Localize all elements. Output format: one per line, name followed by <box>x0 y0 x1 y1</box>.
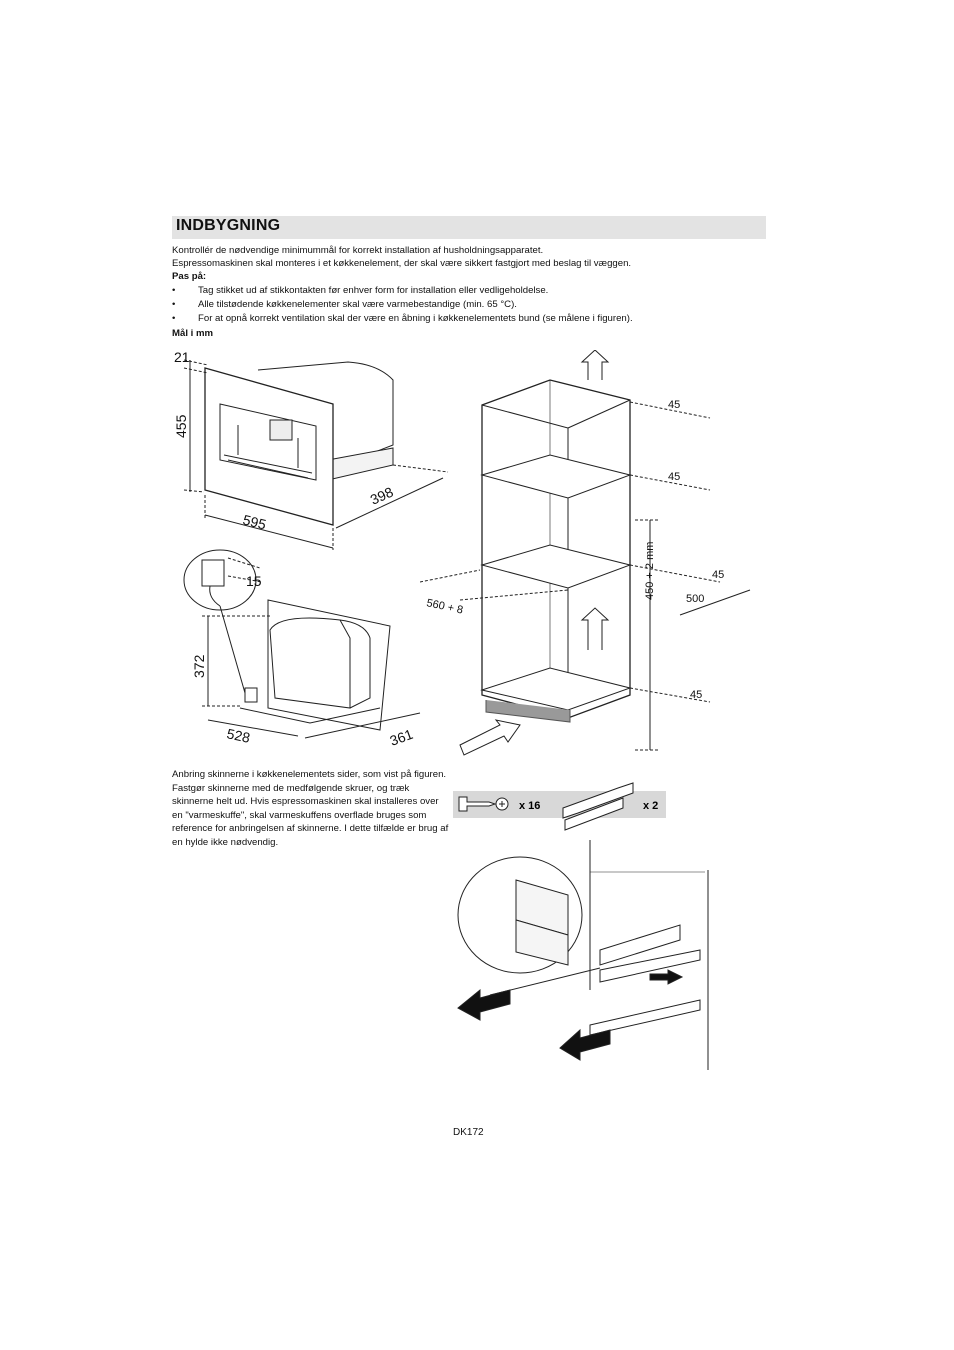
bullet-dot: • <box>172 285 176 296</box>
bullet-text: For at opnå korrekt ventilation skal der… <box>198 313 633 324</box>
intro-line-1: Kontrollér de nødvendige minimummål for … <box>172 245 544 256</box>
dim-21: 21 <box>174 349 190 365</box>
bullet-item: • Tag stikket ud af stikkontakten før en… <box>172 284 772 298</box>
bullet-item: • Alle tilstødende køkkenelementer skal … <box>172 298 772 312</box>
heading-bar <box>172 216 766 239</box>
cabinet-figure: 45 45 45 500 560 + 8 450 + 2 mm 45 <box>420 350 751 756</box>
bullet-text: Tag stikket ud af stikkontakten før enhv… <box>198 285 549 296</box>
dim-455: 455 <box>173 414 189 438</box>
bullet-dot: • <box>172 299 176 310</box>
rail-installation-figure <box>457 840 709 1070</box>
dim-595: 595 <box>241 511 268 532</box>
dim-560: 560 + 8 <box>425 597 464 616</box>
dim-45-second: 45 <box>668 471 680 483</box>
page-number: DK172 <box>453 1127 484 1138</box>
units-label: Mål i mm <box>172 328 214 339</box>
dim-45-bottom: 45 <box>690 689 702 701</box>
bullet-text: Alle tilstødende køkkenelementer skal væ… <box>198 299 517 310</box>
machine-dimension-figure: 21 455 595 398 <box>173 349 449 550</box>
screw-icon <box>458 796 497 812</box>
dim-450: 450 + 2 mm <box>644 542 656 600</box>
rails-instructions: Anbring skinnerne i køkkenelementets sid… <box>172 769 449 848</box>
parts-figure: x 16 x 2 <box>458 782 658 831</box>
section-heading: INDBYGNING <box>176 217 281 234</box>
bullet-item: • For at opnå korrekt ventilation skal d… <box>172 312 772 326</box>
rails-quantity: x 2 <box>643 800 658 812</box>
dim-361: 361 <box>388 726 416 749</box>
dim-398: 398 <box>368 484 396 508</box>
bullet-dot: • <box>172 313 176 324</box>
screws-quantity: x 16 <box>519 800 540 812</box>
socket-position-figure: 15 372 528 361 <box>183 549 421 749</box>
dim-15: 15 <box>246 573 262 589</box>
caution-label: Pas på: <box>172 271 207 282</box>
intro-line-2: Espressomaskinen skal monteres i et køkk… <box>172 258 632 269</box>
dim-528: 528 <box>225 725 251 746</box>
dim-372: 372 <box>191 654 207 678</box>
dim-45-third: 45 <box>712 569 724 581</box>
dim-45-top: 45 <box>668 399 680 411</box>
dim-500: 500 <box>686 593 704 605</box>
